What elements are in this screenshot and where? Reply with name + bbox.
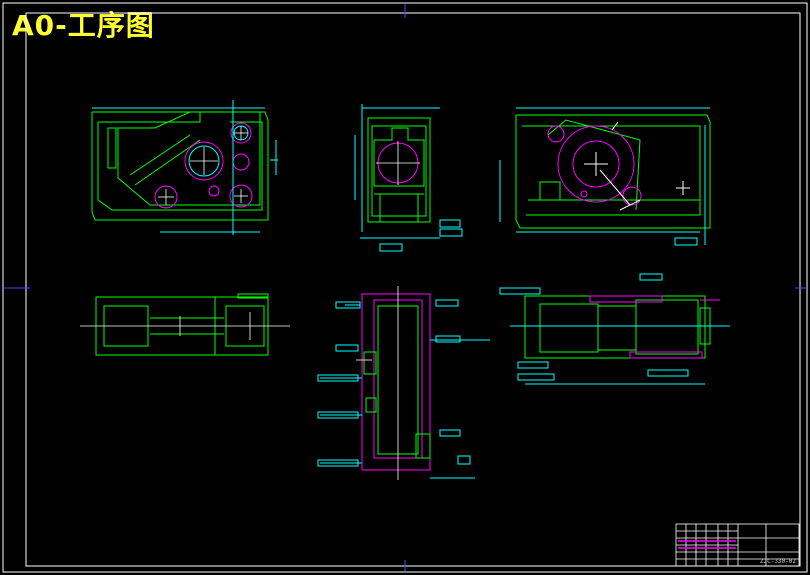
title-block	[675, 523, 800, 567]
section-view	[317, 286, 490, 480]
plan-view	[80, 293, 290, 356]
center-marks	[4, 4, 806, 571]
front-view	[91, 100, 278, 235]
longitudinal-section	[499, 273, 730, 385]
title-block-code: ZJC-330-02	[759, 558, 796, 565]
side-view	[354, 104, 463, 252]
rear-view	[499, 107, 711, 246]
title-block-highlight	[678, 540, 736, 549]
drawing-title: A0-工序图	[12, 9, 155, 42]
